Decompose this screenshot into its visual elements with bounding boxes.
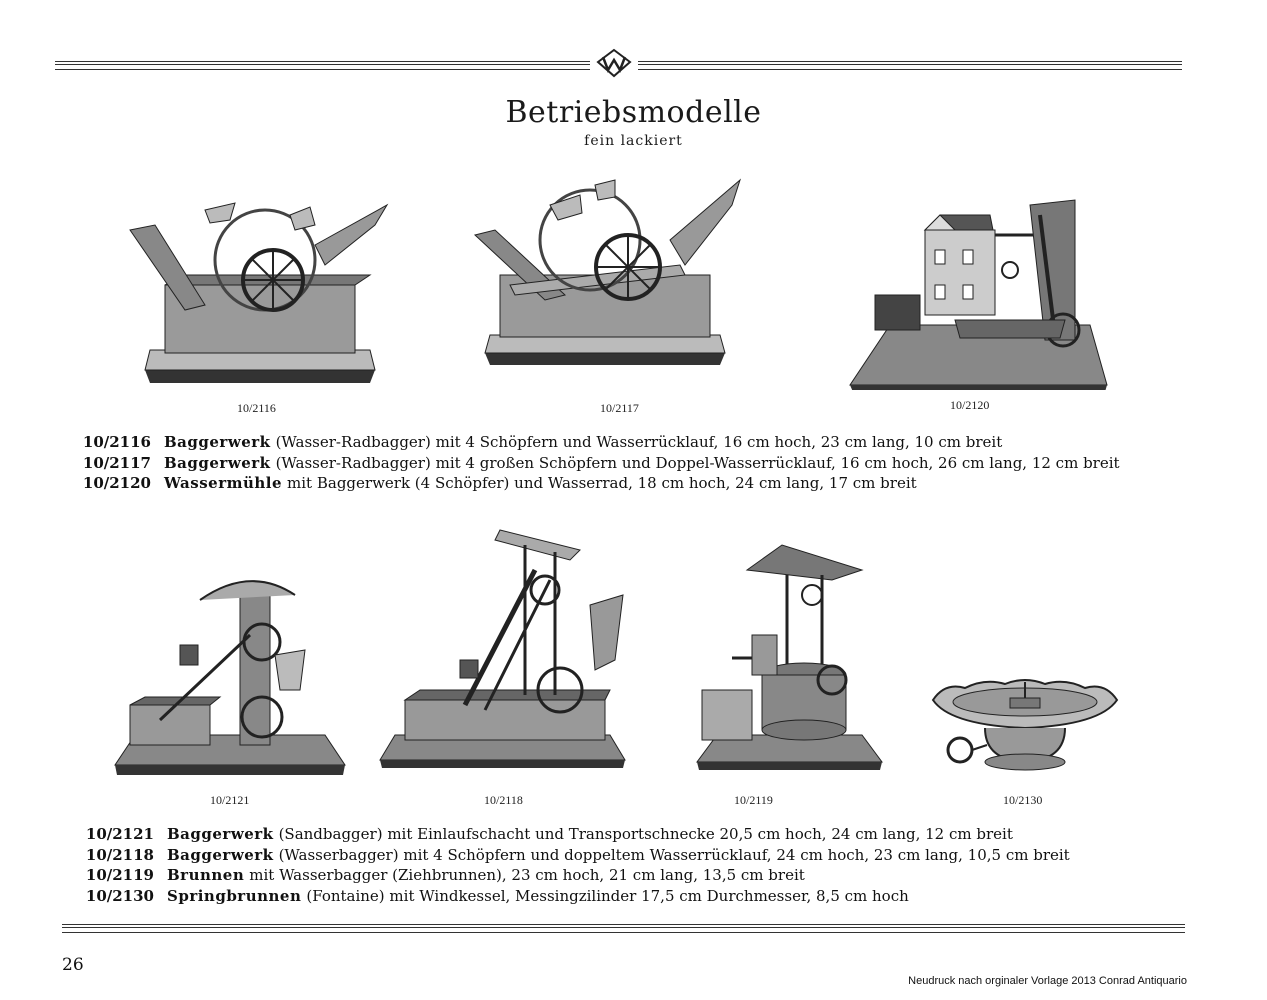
figure-2116 <box>129 202 389 383</box>
figure-2120 <box>849 199 1108 390</box>
page-number: 26 <box>62 955 84 975</box>
reprint-credit: Neudruck nach orginaler Vorlage 2013 Con… <box>908 975 1187 987</box>
brand-logo <box>596 48 632 78</box>
page-title: Betriebsmodelle <box>505 95 762 130</box>
figure-2117 <box>473 178 742 365</box>
figure-caption: 10/2121 <box>210 793 250 807</box>
figure-caption: 10/2119 <box>734 793 773 807</box>
footer-rule <box>62 924 1185 933</box>
header-rule-right <box>638 61 1182 70</box>
figure-2121 <box>114 580 346 775</box>
figure-caption: 10/2118 <box>484 793 523 807</box>
figure-caption: 10/2130 <box>1003 793 1043 807</box>
figure-caption: 10/2120 <box>950 398 990 412</box>
figure-2130 <box>931 679 1119 771</box>
figure-caption: 10/2117 <box>600 401 639 415</box>
page-subtitle: fein lackiert <box>584 133 683 149</box>
figure-2119 <box>696 544 883 770</box>
header-rule-left <box>55 61 590 70</box>
figure-caption: 10/2116 <box>237 401 276 415</box>
figure-2118 <box>379 529 626 768</box>
